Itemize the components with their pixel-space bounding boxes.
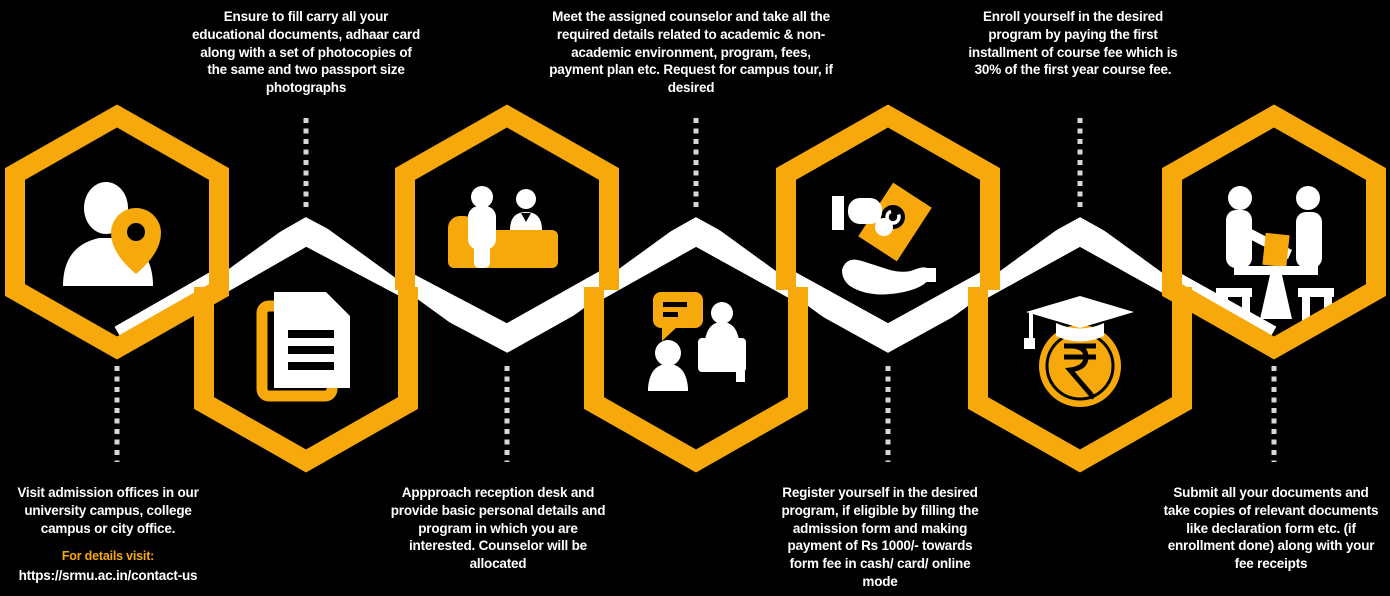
hexagon-7 xyxy=(1162,104,1386,360)
hexagon-3 xyxy=(395,104,619,290)
step-7-caption: Submit all your documents and take copie… xyxy=(1163,485,1379,572)
hexagon-5 xyxy=(776,104,1000,290)
step-1-caption: Visit admission offices in our universit… xyxy=(17,485,199,536)
graduation-fee-coin-icon xyxy=(1024,296,1134,407)
step-1-caption-block: Visit admission offices in our universit… xyxy=(6,484,211,585)
dotted-connectors xyxy=(114,118,1277,462)
payment-hand-icon xyxy=(832,182,936,295)
contact-url-link[interactable]: https://srmu.ac.in/contact-us xyxy=(18,567,198,583)
step-6-caption: Enroll yourself in the desired program b… xyxy=(968,9,1178,78)
step-5-caption: Register yourself in the desired program… xyxy=(781,485,979,590)
hexagon-4 xyxy=(584,287,808,473)
documents-icon xyxy=(256,292,350,402)
contact-block: For details visit: https://srmu.ac.in/co… xyxy=(6,548,211,584)
interview-table-icon xyxy=(1216,186,1334,321)
hexagon-outlines xyxy=(5,104,1386,473)
person-location-icon xyxy=(63,182,161,286)
step-4-caption: Meet the assigned counselor and take all… xyxy=(549,9,833,96)
hexagon-6 xyxy=(968,287,1192,473)
contact-label: For details visit: xyxy=(61,549,155,564)
counseling-icon xyxy=(648,292,746,391)
reception-desk-icon xyxy=(448,186,558,268)
step-2-caption: Ensure to fill carry all your educationa… xyxy=(191,9,420,96)
hexagon-1 xyxy=(5,104,229,360)
hexagon-2 xyxy=(194,287,418,473)
step-3-caption: Appproach reception desk and provide bas… xyxy=(390,485,606,572)
